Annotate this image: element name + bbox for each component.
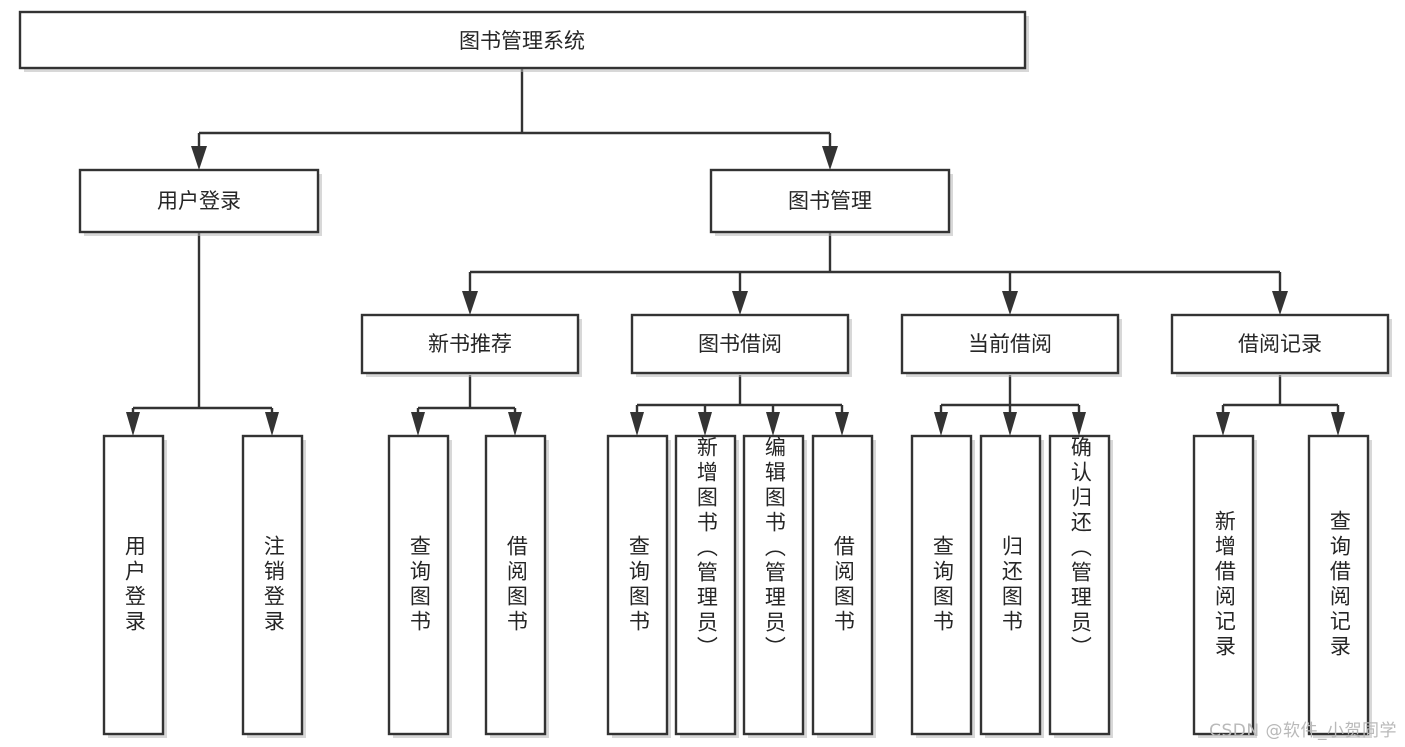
node-root-label: 图书管理系统: [459, 29, 585, 53]
leaf-7-box[interactable]: [742, 434, 805, 736]
node-records-box[interactable]: [1170, 313, 1390, 375]
arrow-borrow-leaf7: [766, 412, 780, 436]
node-borrow-box[interactable]: [630, 313, 850, 375]
leaf-13-box[interactable]: [1307, 434, 1370, 736]
leaf-8-box[interactable]: [811, 434, 874, 736]
arrow-bm-newbook: [462, 291, 478, 315]
node-login[interactable]: 用户登录: [78, 168, 322, 236]
arrow-newbook-leaf3: [411, 412, 425, 436]
leaf-box-layer: [102, 434, 1372, 738]
node-newbook-label: 新书推荐: [428, 332, 512, 356]
node-bookmgmt[interactable]: 图书管理: [709, 168, 953, 236]
node-records[interactable]: 借阅记录: [1170, 313, 1392, 377]
arrow-newbook-leaf4: [508, 412, 522, 436]
arrow-current-leaf9: [934, 412, 948, 436]
arrow-borrow-leaf6: [698, 412, 712, 436]
node-root-box[interactable]: [18, 10, 1027, 70]
leaf-4-box[interactable]: [484, 434, 547, 736]
arrow-borrow-leaf5: [630, 412, 644, 436]
leaf-5-box[interactable]: [606, 434, 669, 736]
node-login-box[interactable]: [78, 168, 320, 234]
node-borrow[interactable]: 图书借阅: [630, 313, 852, 377]
node-bookmgmt-box[interactable]: [709, 168, 951, 234]
arrow-records-leaf13: [1331, 412, 1345, 436]
node-records-label: 借阅记录: [1238, 332, 1322, 356]
arrow-borrow-leaf8: [835, 412, 849, 436]
arrow-bm-records: [1272, 291, 1288, 315]
arrow-current-leaf11: [1072, 412, 1086, 436]
leaf-11-box[interactable]: [1048, 434, 1111, 736]
node-newbook[interactable]: 新书推荐: [360, 313, 582, 377]
leaf-2-box[interactable]: [241, 434, 304, 736]
node-login-label: 用户登录: [157, 189, 241, 213]
arrow-login-leaf2: [265, 412, 279, 436]
leaf-3-box[interactable]: [387, 434, 450, 736]
arrow-bm-borrow: [732, 291, 748, 315]
leaf-10-box[interactable]: [979, 434, 1042, 736]
arrow-root-to-bookmgmt: [822, 146, 838, 170]
connector-layer: [126, 68, 1345, 436]
arrow-root-to-login: [191, 146, 207, 170]
arrow-current-leaf10: [1003, 412, 1017, 436]
node-current[interactable]: 当前借阅: [900, 313, 1122, 377]
leaf-9-box[interactable]: [910, 434, 973, 736]
node-borrow-label: 图书借阅: [698, 332, 782, 356]
node-bookmgmt-label: 图书管理: [788, 189, 872, 213]
node-current-box[interactable]: [900, 313, 1120, 375]
node-root[interactable]: 图书管理系统: [18, 10, 1029, 72]
arrow-login-leaf1: [126, 412, 140, 436]
leaf-1-box[interactable]: [102, 434, 165, 736]
node-current-label: 当前借阅: [968, 332, 1052, 356]
leaf-12-box[interactable]: [1192, 434, 1255, 736]
leaf-6-box[interactable]: [674, 434, 737, 736]
arrow-bm-current: [1002, 291, 1018, 315]
arrow-records-leaf12: [1216, 412, 1230, 436]
node-newbook-box[interactable]: [360, 313, 580, 375]
